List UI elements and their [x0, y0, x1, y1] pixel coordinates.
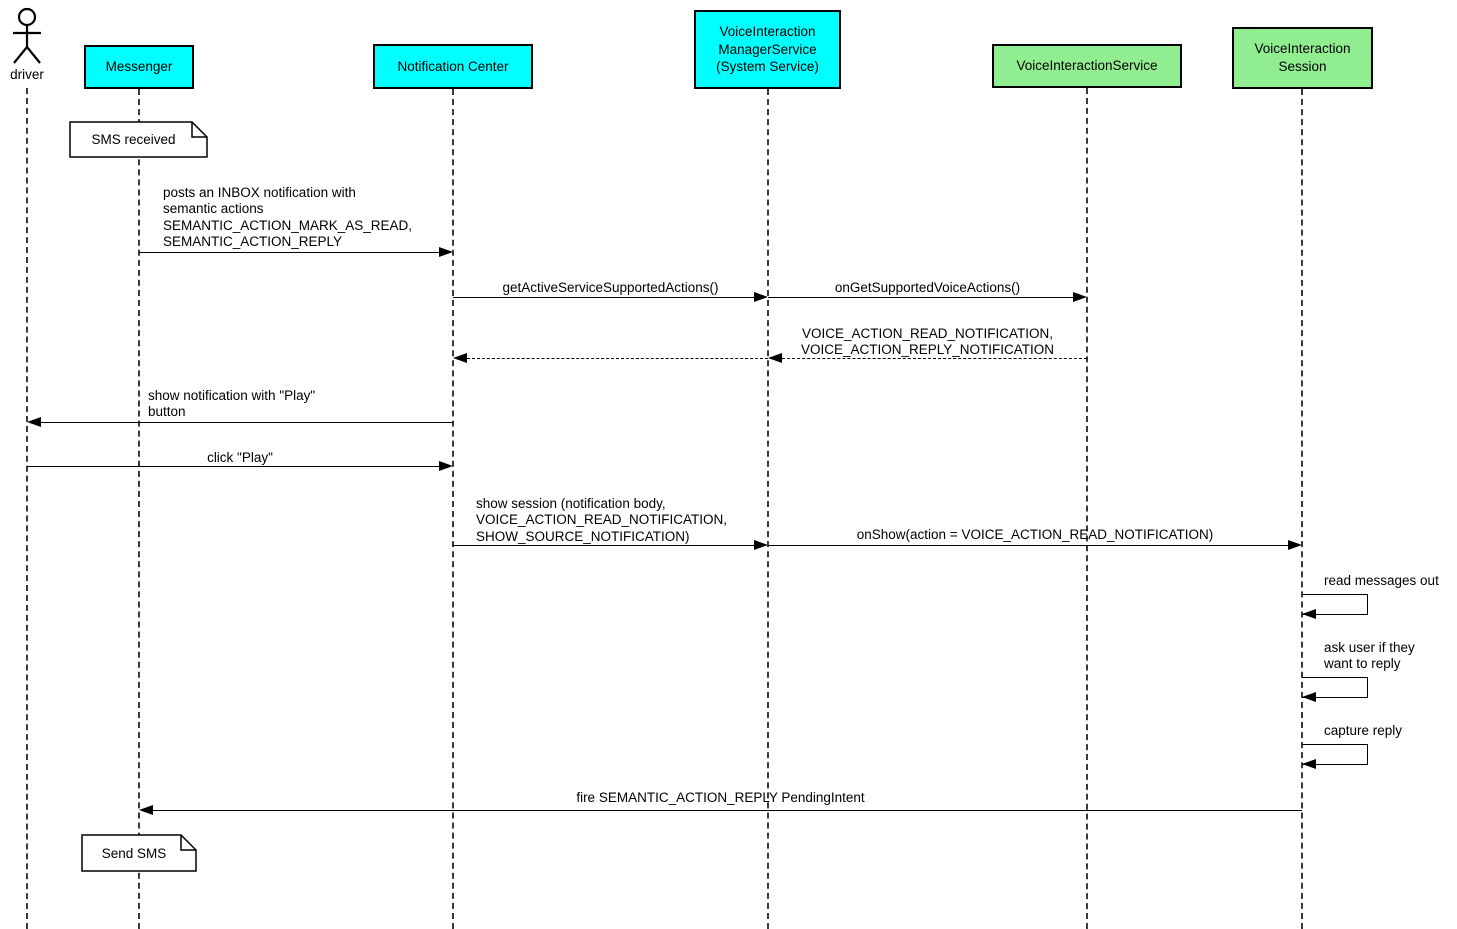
note-send-sms: Send SMS: [81, 834, 197, 872]
message-arrow: [453, 297, 754, 298]
note-send-sms-text: Send SMS: [101, 845, 167, 861]
participant-session-label: VoiceInteraction Session: [1254, 41, 1351, 74]
arrowhead-left-icon: [1302, 609, 1316, 619]
message-label: read messages out: [1324, 573, 1439, 588]
self-message-loop: [1302, 677, 1368, 698]
participant-messenger-label: Messenger: [105, 59, 173, 75]
self-message-loop: [1302, 744, 1368, 765]
message-arrow: [41, 422, 453, 423]
arrowhead-left-icon: [139, 805, 153, 815]
arrowhead-left-icon: [453, 353, 467, 363]
message-label: capture reply: [1324, 723, 1403, 738]
arrowhead-right-icon: [1288, 540, 1302, 550]
participant-voice-interaction-manager-service: VoiceInteraction ManagerService (System …: [694, 10, 841, 89]
lifeline-notification-center: [452, 89, 454, 929]
lifeline-messenger: [138, 89, 140, 929]
note-sms-received-text: SMS received: [91, 132, 176, 147]
message-label: onGetSupportedVoiceActions(): [834, 280, 1021, 295]
participant-vis-label: VoiceInteractionService: [1016, 58, 1158, 74]
message-label: ask user if they want to reply: [1324, 640, 1415, 672]
arrowhead-left-icon: [1302, 759, 1316, 769]
message-arrow: [139, 252, 440, 253]
message-arrow: [27, 466, 439, 467]
lifeline-voice-interaction-session: [1301, 89, 1303, 929]
message-arrow: [453, 545, 754, 546]
message-arrow: [768, 297, 1073, 298]
arrowhead-right-icon: [439, 461, 453, 471]
message-label: getActiveServiceSupportedActions(): [502, 280, 719, 295]
participant-messenger: Messenger: [84, 45, 194, 89]
lifeline-voice-interaction-manager-service: [767, 89, 769, 929]
message-label: show session (notification body, VOICE_A…: [476, 496, 728, 544]
lifeline-driver: [26, 88, 28, 929]
return-arrow: [467, 358, 768, 359]
arrowhead-left-icon: [768, 353, 782, 363]
participant-notification-center-label: Notification Center: [397, 58, 509, 74]
message-label: posts an INBOX notification with semanti…: [163, 185, 413, 250]
arrowhead-left-icon: [1302, 692, 1316, 702]
participant-notification-center: Notification Center: [373, 44, 533, 89]
actor-driver-label: driver: [10, 67, 44, 82]
message-arrow: [153, 810, 1302, 811]
message-arrow: [768, 545, 1288, 546]
message-label: show notification with "Play" button: [148, 388, 316, 420]
arrowhead-right-icon: [439, 247, 453, 257]
participant-vims-label: VoiceInteraction ManagerService (System …: [716, 24, 819, 75]
note-sms-received: SMS received: [69, 121, 208, 158]
message-label: onShow(action = VOICE_ACTION_READ_NOTIFI…: [856, 527, 1214, 542]
participant-voice-interaction-session: VoiceInteraction Session: [1232, 27, 1373, 89]
message-label: VOICE_ACTION_READ_NOTIFICATION, VOICE_AC…: [800, 326, 1055, 358]
arrowhead-right-icon: [754, 540, 768, 550]
actor-icon: [13, 7, 41, 64]
self-message-loop: [1302, 594, 1368, 615]
participant-voice-interaction-service: VoiceInteractionService: [992, 44, 1182, 88]
return-arrow: [782, 358, 1087, 359]
arrowhead-left-icon: [27, 417, 41, 427]
message-label: fire SEMANTIC_ACTION_REPLY PendingIntent: [576, 790, 865, 805]
arrowhead-right-icon: [754, 292, 768, 302]
arrowhead-right-icon: [1073, 292, 1087, 302]
lifeline-voice-interaction-service: [1086, 88, 1088, 929]
message-label: click "Play": [207, 450, 273, 465]
